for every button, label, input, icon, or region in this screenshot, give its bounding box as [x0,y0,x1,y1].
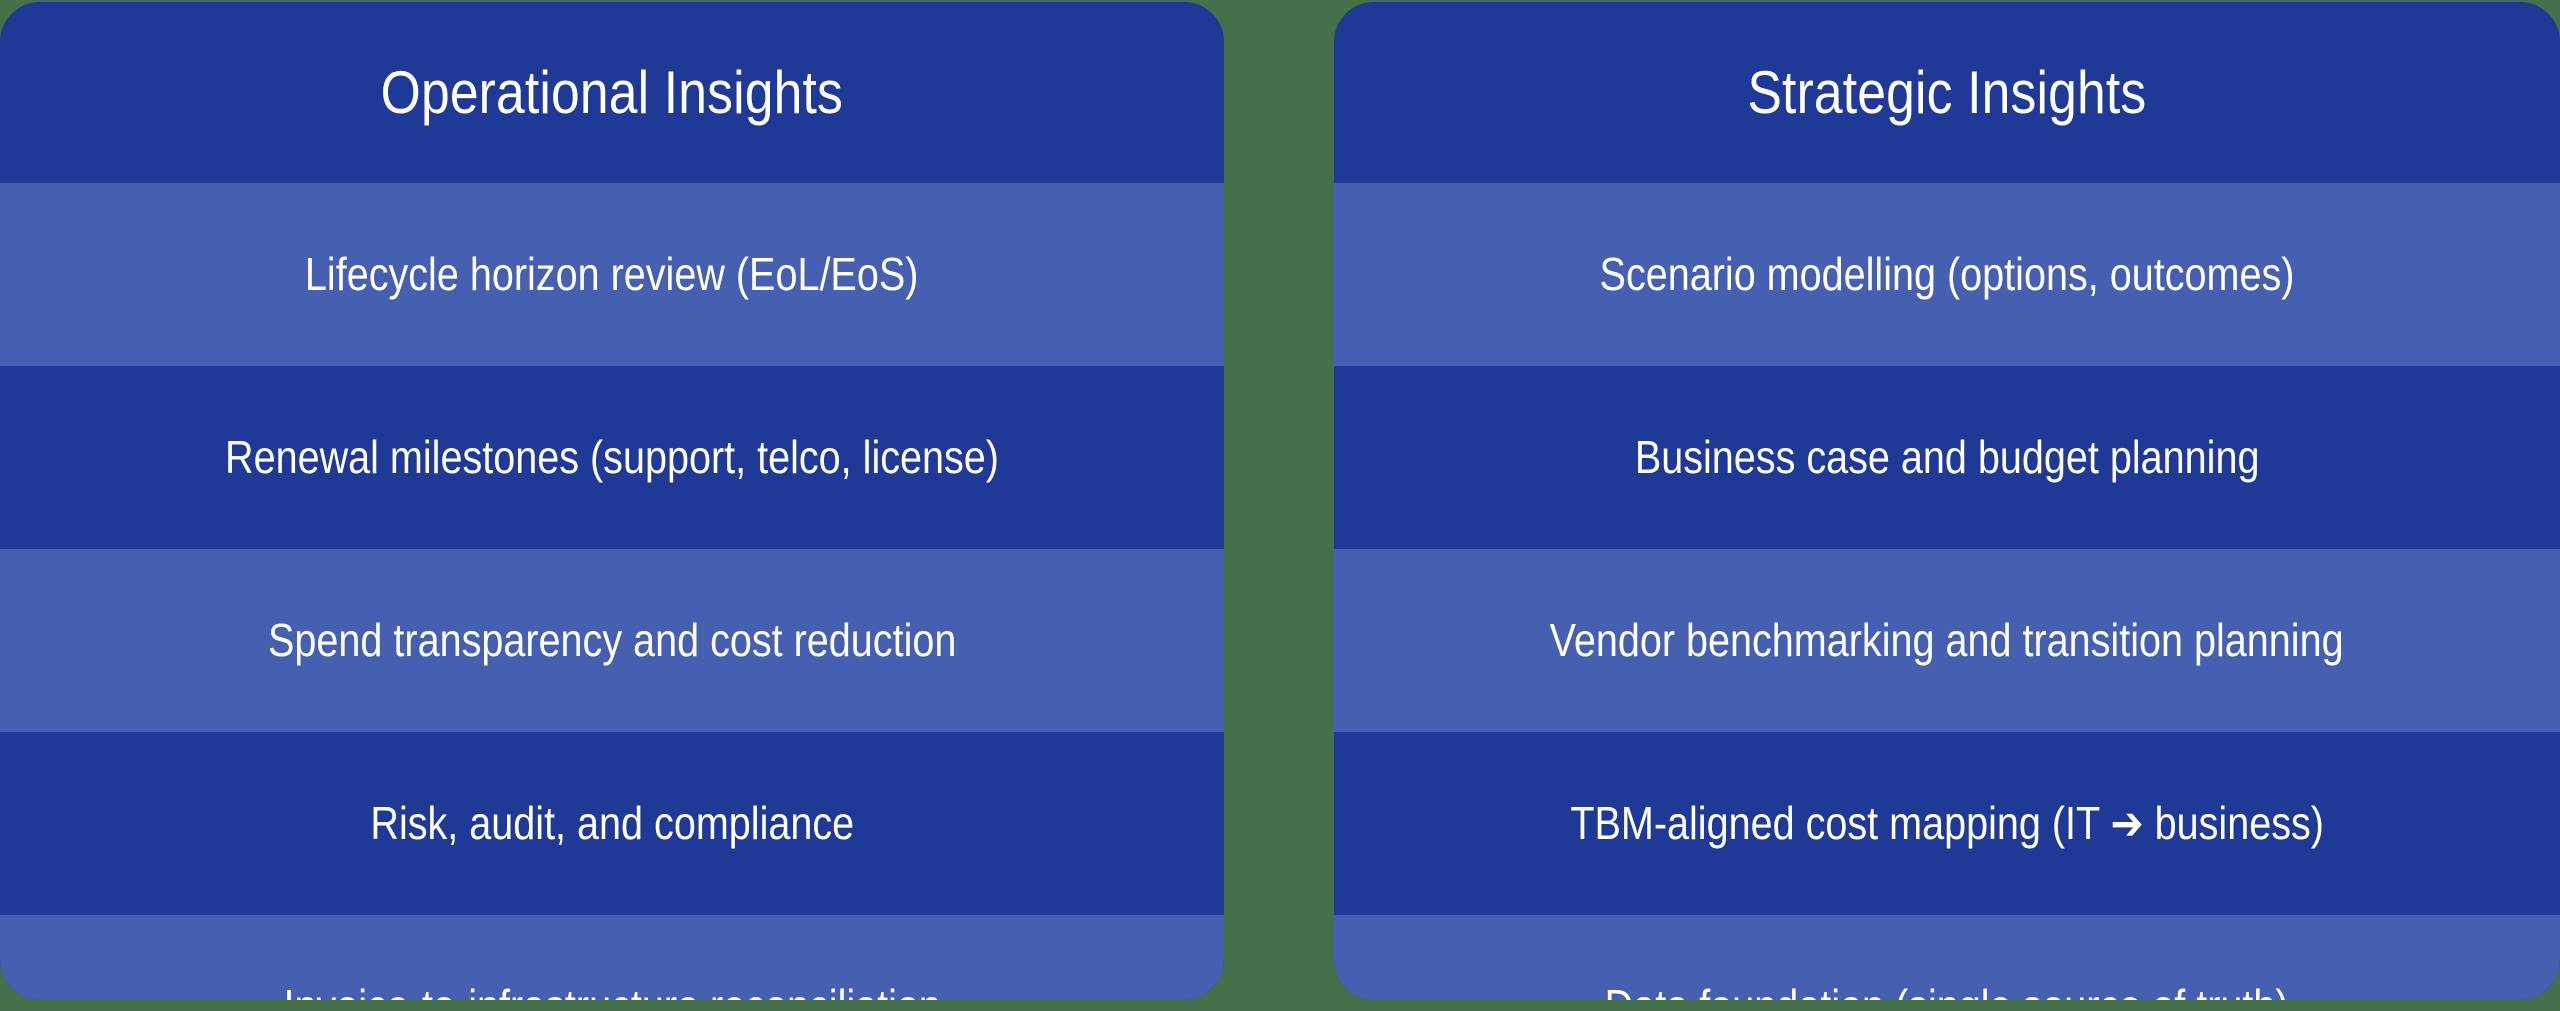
list-item[interactable]: Business case and budget planning [1334,366,2560,549]
list-item[interactable]: TBM-aligned cost mapping (IT ➔ business) [1334,732,2560,915]
panel-strategic-insights: Strategic Insights Scenario modelling (o… [1334,2,2560,1000]
list-item-label: TBM-aligned cost mapping (IT ➔ business) [1570,797,2324,850]
panel-header-operational: Operational Insights [0,2,1224,183]
list-item[interactable]: Renewal milestones (support, telco, lice… [0,366,1224,549]
list-item-label: Business case and budget planning [1634,431,2260,484]
list-item-label: Scenario modelling (options, outcomes) [1599,248,2295,301]
list-item-label: Vendor benchmarking and transition plann… [1550,614,2344,667]
list-item[interactable]: Scenario modelling (options, outcomes) [1334,183,2560,366]
list-item-label: Renewal milestones (support, telco, lice… [225,431,999,484]
list-item[interactable]: Data foundation (single source of truth) [1334,915,2560,1000]
row-list-strategic: Scenario modelling (options, outcomes) B… [1334,183,2560,1000]
page-title-operational: Operational Insights [380,58,844,126]
page-title-strategic: Strategic Insights [1747,58,2147,126]
list-item[interactable]: Spend transparency and cost reduction [0,549,1224,732]
list-item-label: Lifecycle horizon review (EoL/EoS) [305,248,919,301]
list-item-label: Risk, audit, and compliance [370,797,854,850]
panel-operational-insights: Operational Insights Lifecycle horizon r… [0,2,1224,1000]
list-item[interactable]: Invoice-to-infrastructure reconciliation [0,915,1224,1000]
list-item-label: Data foundation (single source of truth) [1605,981,2289,1000]
list-item[interactable]: Lifecycle horizon review (EoL/EoS) [0,183,1224,366]
row-list-operational: Lifecycle horizon review (EoL/EoS) Renew… [0,183,1224,1000]
list-item[interactable]: Vendor benchmarking and transition plann… [1334,549,2560,732]
list-item[interactable]: Risk, audit, and compliance [0,732,1224,915]
list-item-label: Invoice-to-infrastructure reconciliation [283,981,940,1000]
panel-header-strategic: Strategic Insights [1334,2,2560,183]
list-item-label: Spend transparency and cost reduction [267,614,957,667]
